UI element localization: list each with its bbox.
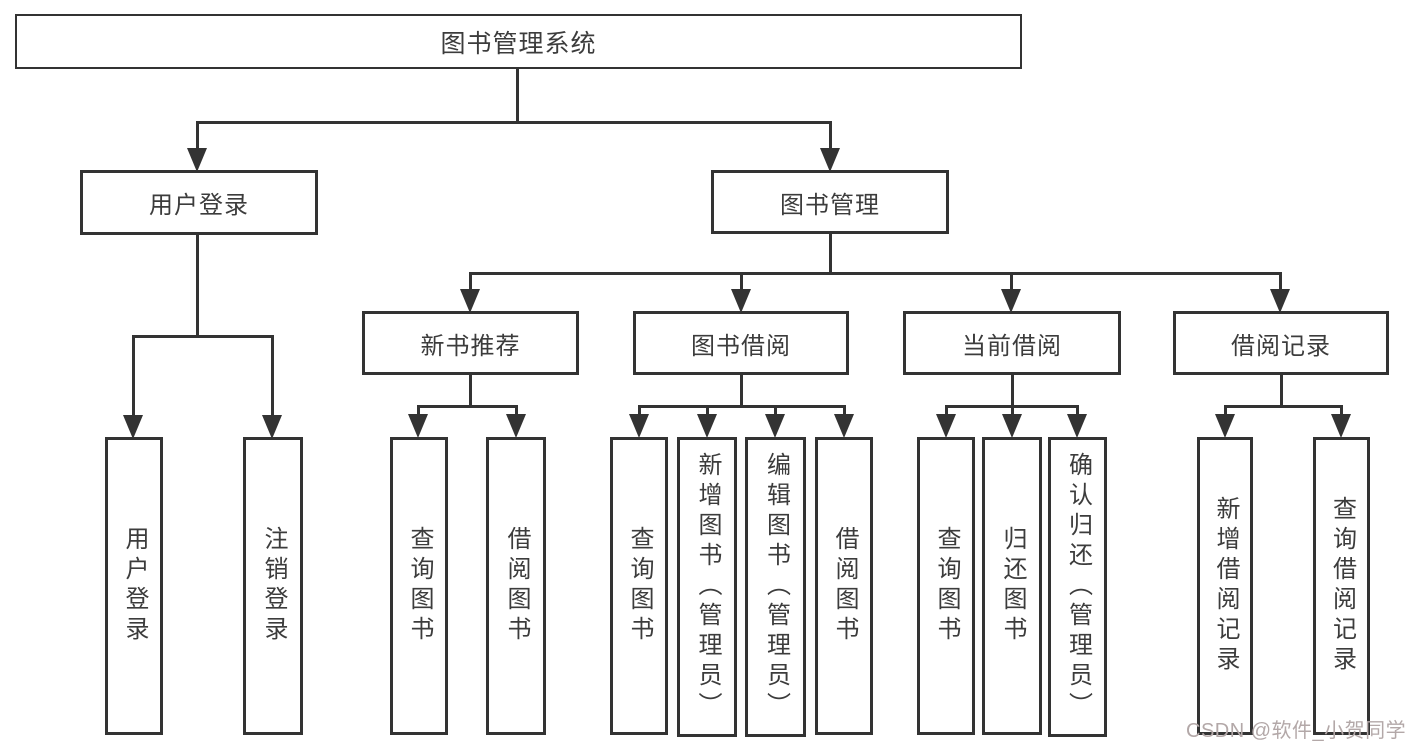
connector-line xyxy=(132,335,274,338)
leaf-bb-borrow-books: 借阅图书 xyxy=(815,437,873,735)
connector-line xyxy=(195,235,199,337)
node-book-borrow: 图书借阅 xyxy=(633,311,849,375)
leaf-cb-query-books: 查询图书 xyxy=(917,437,975,735)
connector-line xyxy=(195,121,199,150)
connector-line xyxy=(131,335,135,417)
connector-line xyxy=(416,405,420,416)
connector-line xyxy=(638,405,845,408)
arrowhead-down-icon xyxy=(765,414,785,438)
connector-line xyxy=(514,405,518,416)
arrowhead-down-icon xyxy=(1002,414,1022,438)
arrowhead-down-icon xyxy=(629,414,649,438)
leaf-rec-query-books: 查询图书 xyxy=(390,437,448,735)
connector-line xyxy=(739,272,743,291)
arrowhead-down-icon xyxy=(187,148,207,172)
node-new-book-recommend: 新书推荐 xyxy=(362,311,579,375)
node-current-borrow: 当前借阅 xyxy=(903,311,1121,375)
connector-line xyxy=(468,272,472,291)
arrowhead-down-icon xyxy=(820,148,840,172)
connector-line xyxy=(1224,405,1342,408)
arrowhead-down-icon xyxy=(408,414,428,438)
connector-line xyxy=(828,121,832,150)
connector-line xyxy=(515,69,519,123)
connector-line xyxy=(828,234,832,274)
arrowhead-down-icon xyxy=(697,414,717,438)
node-book-management: 图书管理 xyxy=(711,170,949,234)
csdn-watermark: CSDN @软件_小贺同学 xyxy=(1186,720,1405,742)
arrowhead-down-icon xyxy=(1215,414,1235,438)
connector-line xyxy=(196,121,831,124)
connector-line xyxy=(1009,272,1013,291)
connector-line xyxy=(705,405,709,416)
connector-line xyxy=(739,375,743,407)
node-root: 图书管理系统 xyxy=(15,14,1022,69)
arrowhead-down-icon xyxy=(1067,414,1087,438)
arrowhead-down-icon xyxy=(506,414,526,438)
arrowhead-down-icon xyxy=(262,415,282,439)
leaf-cb-return-books: 归还图书 xyxy=(982,437,1042,735)
connector-line xyxy=(1010,405,1014,416)
leaf-rec-borrow-books: 借阅图书 xyxy=(486,437,546,735)
connector-line xyxy=(1223,405,1227,416)
connector-line xyxy=(842,405,846,416)
connector-line xyxy=(417,405,517,408)
connector-line xyxy=(944,405,948,416)
arrowhead-down-icon xyxy=(1270,289,1290,313)
leaf-bb-edit-books: 编辑图书（管理员） xyxy=(745,437,806,737)
leaf-bb-add-books: 新增图书（管理员） xyxy=(677,437,737,737)
node-user-login: 用户登录 xyxy=(80,170,318,235)
leaf-bb-query-books: 查询图书 xyxy=(610,437,668,735)
arrowhead-down-icon xyxy=(834,414,854,438)
arrowhead-down-icon xyxy=(731,289,751,313)
connector-line xyxy=(468,375,472,407)
leaf-br-query-record: 查询借阅记录 xyxy=(1313,437,1370,735)
arrowhead-down-icon xyxy=(1001,289,1021,313)
connector-line xyxy=(637,405,641,416)
connector-line xyxy=(1075,405,1079,416)
leaf-logout: 注销登录 xyxy=(243,437,303,735)
connector-line xyxy=(1339,405,1343,416)
connector-line xyxy=(270,335,274,417)
arrowhead-down-icon xyxy=(1331,414,1351,438)
connector-line xyxy=(1278,272,1282,291)
leaf-user-login: 用户登录 xyxy=(105,437,163,735)
connector-line xyxy=(773,405,777,416)
connector-line xyxy=(469,272,1282,275)
connector-line xyxy=(1010,375,1014,407)
node-borrow-records: 借阅记录 xyxy=(1173,311,1389,375)
arrowhead-down-icon xyxy=(936,414,956,438)
connector-line xyxy=(1279,375,1283,407)
arrowhead-down-icon xyxy=(460,289,480,313)
leaf-cb-confirm-return: 确认归还（管理员） xyxy=(1048,437,1107,737)
arrowhead-down-icon xyxy=(123,415,143,439)
leaf-br-add-record: 新增借阅记录 xyxy=(1197,437,1253,735)
